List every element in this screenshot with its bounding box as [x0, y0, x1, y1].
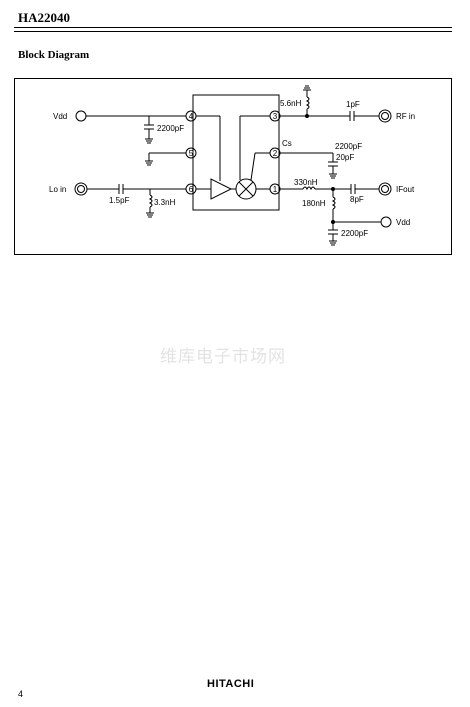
- lo-in-connector: [74, 182, 88, 196]
- rf-in-connector: [378, 109, 392, 123]
- block-diagram: 4 5 6 3 2 1 Vdd Lo in RF in IFout Vdd 22…: [14, 78, 452, 255]
- ind-330nh-label: 330nH: [294, 178, 318, 187]
- cap-1pf-label: 1pF: [346, 100, 360, 109]
- vdd-out-connector: [380, 216, 392, 228]
- rf-in-label: RF in: [396, 112, 415, 121]
- ic-pin-5-label: 5: [189, 149, 194, 158]
- block-diagram-schematic: 4 5 6 3 2 1 Vdd Lo in RF in IFout Vdd 22…: [49, 85, 415, 246]
- hitachi-logo: HITACHI: [207, 678, 255, 690]
- document-title: HA22040: [18, 10, 70, 25]
- ic-pin-6-label: 6: [189, 185, 194, 194]
- if-out-connector: [378, 182, 392, 196]
- cap-20pf-label: 20pF: [336, 153, 354, 162]
- ind-3-3nh-label: 3.3nH: [154, 198, 176, 207]
- amplifier-symbol: [210, 178, 233, 200]
- cap-8pf-label: 8pF: [350, 195, 364, 204]
- watermark: 维库电子市场网: [160, 347, 286, 367]
- header-rule-lower: [14, 31, 452, 32]
- vdd-connector: [75, 110, 87, 122]
- cap-1-5pf-label: 1.5pF: [109, 196, 130, 205]
- section-heading: Block Diagram: [18, 49, 90, 61]
- ic-pin-1-label: 1: [273, 185, 278, 194]
- cap-2200pf-vdd-label: 2200pF: [157, 124, 184, 133]
- if-out-label: IFout: [396, 185, 415, 194]
- ic-body: [192, 94, 280, 211]
- cap-2200pf-out-label: 2200pF: [341, 229, 368, 238]
- page-number: 4: [18, 689, 24, 699]
- ind-180nh-label: 180nH: [302, 199, 326, 208]
- vdd-out-label: Vdd: [396, 218, 410, 227]
- ic-pin-3-label: 3: [273, 112, 278, 121]
- header-rule: [14, 27, 452, 28]
- ind-5-6nh-label: 5.6nH: [280, 99, 302, 108]
- ic-pin-4-label: 4: [189, 112, 194, 121]
- cap-2200pf-cs-label: 2200pF: [335, 142, 362, 151]
- lo-in-label: Lo in: [49, 185, 66, 194]
- vdd-in-label: Vdd: [53, 112, 67, 121]
- ic-pin-2-label: 2: [273, 149, 278, 158]
- cs-label: Cs: [282, 139, 292, 148]
